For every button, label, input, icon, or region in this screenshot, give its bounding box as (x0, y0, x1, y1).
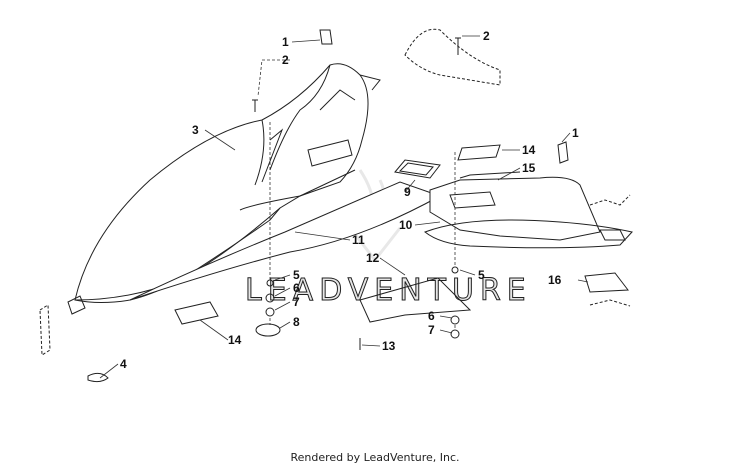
lock-part-7-left (265, 307, 275, 317)
callout-11: 11 (352, 233, 365, 247)
callout-16: 16 (548, 273, 562, 287)
callout-7-left: 7 (293, 295, 300, 309)
screw-part-2-right (455, 37, 461, 55)
callout-2-right: 2 (483, 29, 490, 43)
footer-credit: Rendered by LeadVenture, Inc. (290, 451, 460, 464)
flap-part-10 (424, 219, 633, 249)
callout-12: 12 (366, 251, 380, 265)
callout-14-top: 14 (522, 143, 536, 157)
callout-13: 13 (382, 339, 396, 353)
wire-dashed-1 (589, 194, 631, 206)
lock-part-7-right (450, 329, 460, 339)
grommet-part-1-top (319, 29, 333, 45)
callout-1-right: 1 (572, 126, 579, 140)
callout-7-right: 7 (428, 323, 435, 337)
callout-3: 3 (192, 123, 199, 137)
washer-part-6-left (265, 293, 275, 303)
callout-10: 10 (399, 218, 413, 232)
callout-8: 8 (293, 315, 300, 329)
callout-9: 9 (404, 185, 411, 199)
callout-1-top: 1 (282, 35, 289, 49)
vent-assembly-part-15 (429, 171, 601, 241)
callout-5-left: 5 (293, 268, 300, 282)
callout-6-left: 6 (293, 281, 300, 295)
bumper-bracket-dashed (404, 28, 501, 86)
pad-part-14-top (457, 144, 501, 161)
callout-4: 4 (120, 357, 127, 371)
bracket-part-12 (359, 277, 472, 323)
grommet-part-8 (255, 323, 281, 337)
nose-pan-part-3 (67, 63, 381, 315)
screw-part-2-left (252, 99, 258, 112)
callout-6-right: 6 (428, 309, 435, 323)
callout-5-right: 5 (478, 268, 485, 282)
callout-2-left: 2 (282, 53, 289, 67)
callout-14-bottom: 14 (228, 333, 242, 347)
washer-part-6-right (450, 315, 460, 325)
reflector-part-16 (584, 272, 629, 293)
nut-part-5-right (451, 266, 459, 274)
vent-frame-part-9 (394, 159, 441, 179)
callout-15: 15 (522, 161, 536, 175)
retainer-clip-part-4 (39, 304, 109, 383)
grommet-part-1-right (557, 141, 569, 164)
side-panel-part-11 (129, 181, 442, 301)
pad-part-14-bottom (174, 301, 219, 325)
wire-dashed-2 (589, 299, 631, 307)
watermark: LEADVENTURE (245, 273, 532, 308)
reflector-part-16-top (599, 229, 626, 241)
